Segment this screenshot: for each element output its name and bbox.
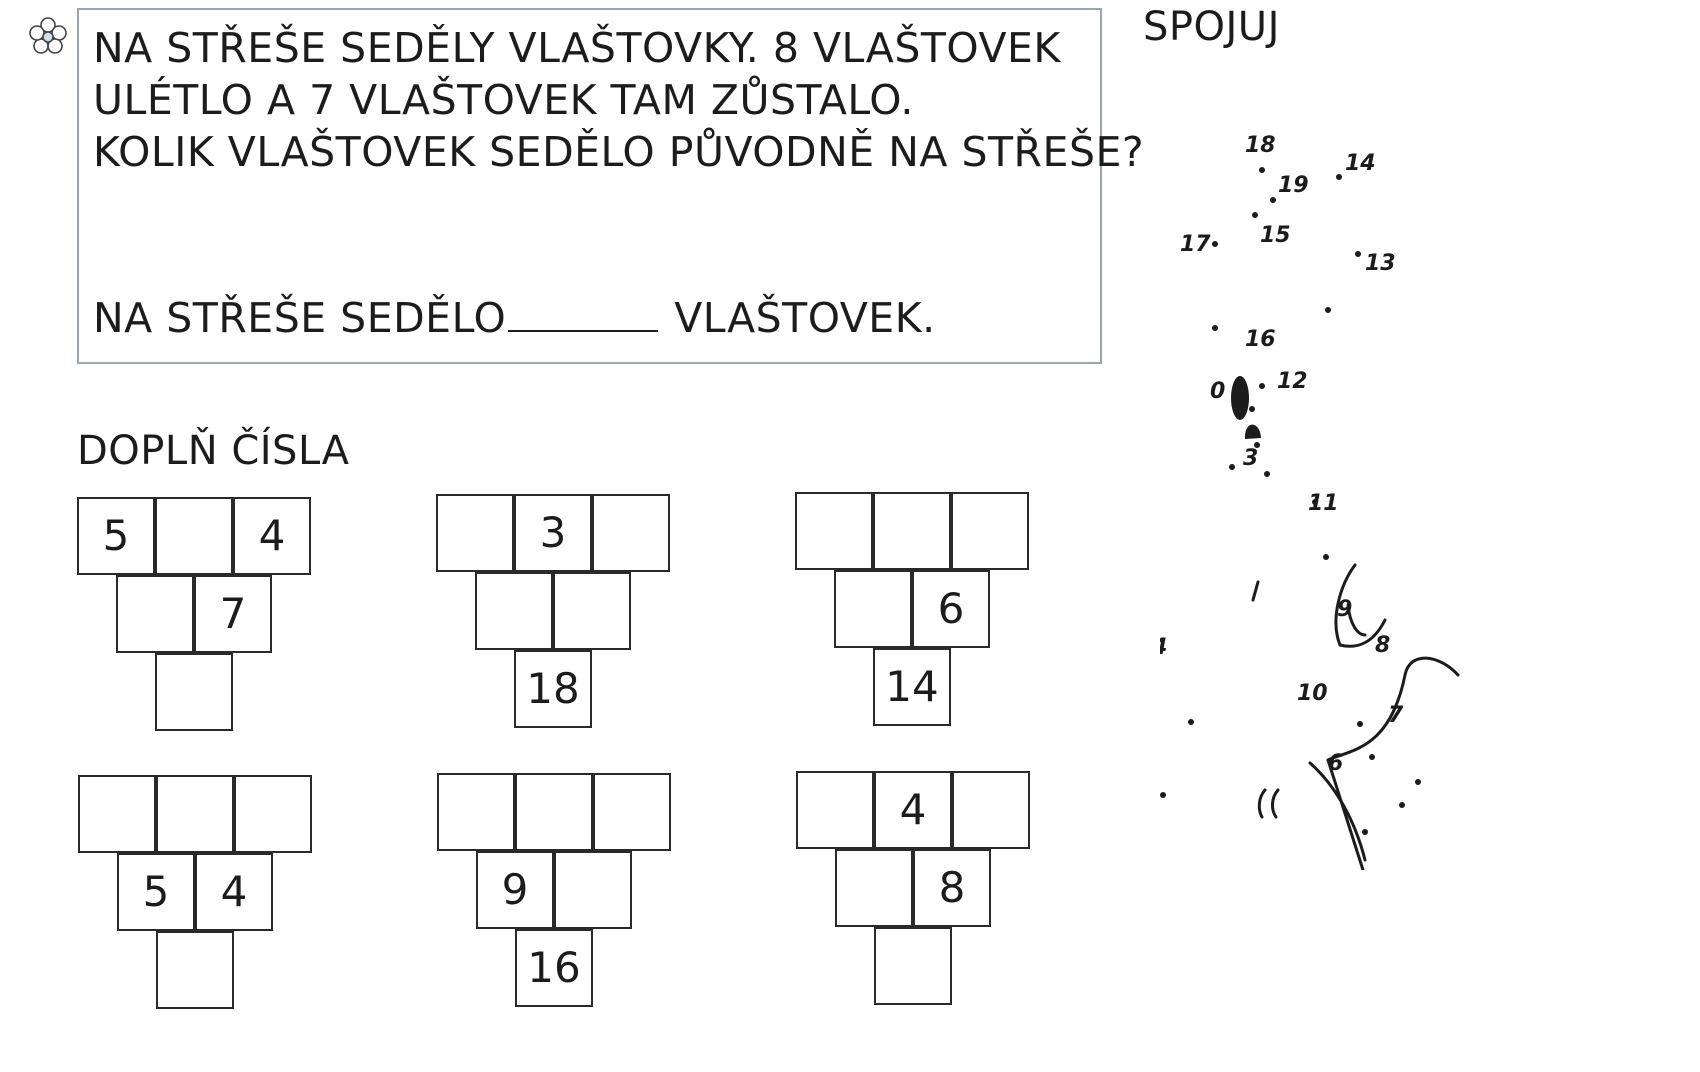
dot-label-10: 10 [1297,681,1328,706]
dot-label-7: 7 [1388,703,1404,728]
pyramid-cell[interactable] [593,773,671,851]
answer-sentence: NA STŘEŠE SEDĚLO VLAŠTOVEK. [93,294,936,342]
dot-labels: 18 19 14 17 15 13 0 16 1 12 2 3 11 4 9 8… [1160,133,1404,776]
dot-label-16: 16 [1245,327,1276,352]
pyramid-cell[interactable] [437,773,515,851]
pyramid-cell[interactable] [951,492,1029,570]
pyramid-cell[interactable] [834,570,912,648]
number-pyramid-2: 3 18 [436,494,672,734]
pyramid-cell[interactable] [155,497,233,575]
drawing-strokes [1251,563,1460,870]
pyramid-cell[interactable]: 5 [77,497,155,575]
pyramid-cell[interactable] [592,494,670,572]
pyramid-cell[interactable] [78,775,156,853]
pyramid-cell[interactable] [436,494,514,572]
dot-label-18: 18 [1245,133,1276,158]
dot-markers [1160,167,1421,835]
dot-label-15: 15 [1260,223,1291,248]
answer-blank[interactable] [508,294,659,332]
flower-icon [29,17,67,54]
dot-label-4: 4 [1160,635,1167,660]
pyramid-cell[interactable] [795,492,873,570]
bird-eye-shape [1231,376,1249,420]
pyramid-cell[interactable]: 4 [233,497,311,575]
pyramid-cell[interactable]: 6 [912,570,990,648]
connect-dots-heading: SPOJUJ [1143,4,1280,50]
dot-label-17: 17 [1180,232,1211,257]
pyramid-cell[interactable] [553,572,631,650]
pyramid-cell[interactable] [796,771,874,849]
pyramid-cell[interactable]: 16 [515,929,593,1007]
pyramid-cell[interactable]: 18 [514,650,592,728]
answer-suffix: VLAŠTOVEK. [674,294,936,342]
pyramid-cell[interactable] [952,771,1030,849]
connect-dots-puzzle: 18 19 14 17 15 13 0 16 1 12 2 3 11 4 9 8… [1160,133,1460,870]
pyramid-cell[interactable] [475,572,553,650]
pyramid-cell[interactable]: 9 [476,851,554,929]
dot-label-19: 19 [1278,173,1309,198]
word-problem-question: KOLIK VLAŠTOVEK SEDĚLO PŮVODNĚ NA STŘEŠE… [93,128,1145,176]
answer-prefix: NA STŘEŠE SEDĚLO [93,294,507,342]
pyramid-cell[interactable]: 14 [873,648,951,726]
dot-label-8: 8 [1375,633,1390,658]
dot-label-11: 11 [1308,491,1339,516]
word-problem-box: NA STŘEŠE SEDĚLY VLAŠTOVKY. 8 VLAŠTOVEK … [77,8,1144,364]
word-problem-line-1: NA STŘEŠE SEDĚLY VLAŠTOVKY. 8 VLAŠTOVEK [93,24,1061,72]
pyramid-cell[interactable]: 4 [195,853,273,931]
dot-label-9: 9 [1337,597,1352,622]
dot-label-3: 3 [1243,446,1258,471]
pyramid-cell[interactable] [554,851,632,929]
pyramid-cell[interactable]: 5 [117,853,195,931]
dot-label-13: 13 [1365,251,1396,276]
word-problem-line-2: ULÉTLO A 7 VLAŠTOVEK TAM ZŮSTALO. [93,76,914,124]
pyramid-cell[interactable] [874,927,952,1005]
pyramid-cell[interactable] [116,575,194,653]
number-pyramid-3: 6 14 [795,492,1031,732]
dot-label-14: 14 [1345,151,1376,176]
pyramid-cell[interactable]: 7 [194,575,272,653]
pyramid-cell[interactable]: 8 [913,849,991,927]
dot-label-6: 6 [1328,751,1343,776]
pyramid-cell[interactable]: 3 [514,494,592,572]
pyramid-cell[interactable]: 4 [874,771,952,849]
dot-label-12: 12 [1277,369,1308,394]
number-pyramid-6: 4 8 [796,771,1032,1011]
number-pyramid-5: 9 16 [437,773,673,1013]
pyramid-cell[interactable] [156,775,234,853]
pyramid-cell[interactable] [835,849,913,927]
pyramid-cell[interactable] [156,931,234,1009]
number-pyramid-1: 5 4 7 [77,497,313,737]
dot-label-0: 0 [1210,379,1225,404]
pyramid-cell[interactable] [515,773,593,851]
number-pyramid-4: 5 4 [78,775,314,1015]
pyramid-cell[interactable] [873,492,951,570]
pyramid-cell[interactable] [234,775,312,853]
pyramid-cell[interactable] [155,653,233,731]
fill-numbers-heading: DOPLŇ ČÍSLA [77,428,350,474]
